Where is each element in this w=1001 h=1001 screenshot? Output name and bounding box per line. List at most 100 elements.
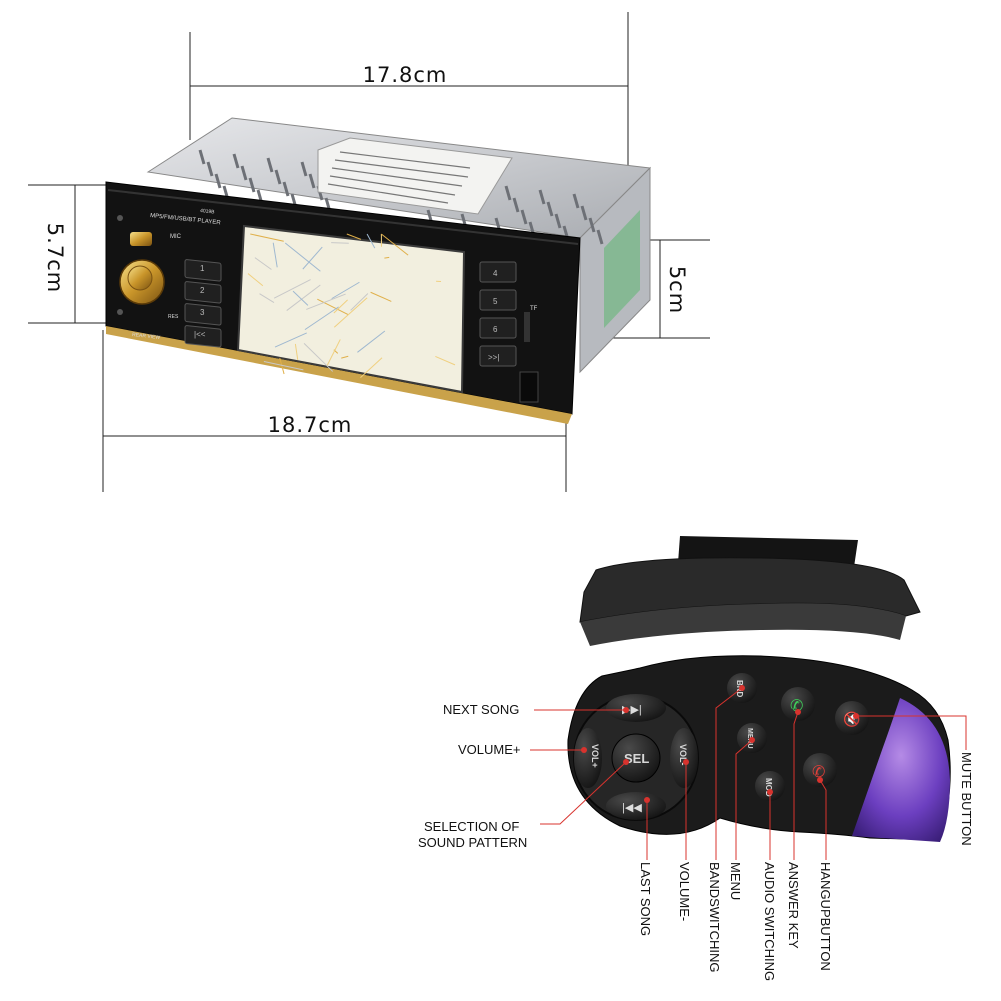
map-road <box>346 233 362 240</box>
vent-slot <box>554 213 562 229</box>
vent-slot <box>520 209 528 225</box>
last-song-button[interactable] <box>606 792 666 820</box>
tf-slot <box>524 312 530 342</box>
map-road <box>370 291 392 302</box>
preset-label-3: 3 <box>200 308 205 317</box>
hang-up-button[interactable] <box>803 753 837 787</box>
mute-icon: 🔇 <box>843 711 860 728</box>
label-volume-plus: VOLUME+ <box>458 742 521 757</box>
map-road <box>435 355 456 366</box>
dimension-lines <box>28 12 710 492</box>
mod-button[interactable] <box>755 771 785 801</box>
map-road <box>317 298 349 315</box>
preset-button-5[interactable] <box>479 289 517 311</box>
map-road <box>247 273 264 287</box>
label-last-song: LAST SONG <box>638 862 653 936</box>
volume-plus-text: VOL+ <box>590 744 600 768</box>
side-height-label: 5cm <box>665 266 689 314</box>
phone-hangup-icon: ✆ <box>812 764 825 781</box>
vent-slot <box>588 217 596 233</box>
preset-label-1: 1 <box>200 264 205 273</box>
prev-label: |<< <box>194 330 206 339</box>
label-band-switching: BANDSWITCHING <box>707 862 722 973</box>
map-road <box>284 242 321 272</box>
label-hang-up: HANGUPBUTTON <box>818 862 833 971</box>
next-button[interactable] <box>479 345 517 367</box>
vent-slot <box>546 201 554 217</box>
volume-plus-button[interactable] <box>574 728 602 788</box>
usb-port <box>519 371 539 403</box>
preset-label-2: 2 <box>200 286 205 295</box>
map-road <box>302 246 323 270</box>
prev-button[interactable] <box>184 325 222 348</box>
last-song-icon: |◀◀ <box>622 802 642 814</box>
mic-hole <box>117 215 123 221</box>
preset-button-6[interactable] <box>479 317 517 339</box>
top-width-label: 17.8cm <box>363 63 448 87</box>
label-selection-line2: SOUND PATTERN <box>418 835 527 850</box>
preset-label-6: 6 <box>493 325 498 334</box>
label-volume-minus: VOLUME- <box>677 862 692 921</box>
map-road <box>259 293 275 303</box>
vent-slot <box>300 161 308 177</box>
map-road <box>292 290 309 306</box>
preset-label-4: 4 <box>493 269 498 278</box>
knob-top <box>130 232 152 246</box>
right-preset-buttons: 4 5 6 >>| <box>479 261 539 403</box>
map-road <box>380 233 409 256</box>
clamp-lower <box>580 603 906 646</box>
purple-led <box>852 698 950 842</box>
next-song-icon: ▶▶| <box>622 704 642 716</box>
map-road <box>304 306 339 331</box>
preset-button-4[interactable] <box>479 261 517 283</box>
display-screen <box>236 224 466 394</box>
vent-slot <box>308 173 316 189</box>
map-road <box>357 330 386 353</box>
map-road <box>303 342 334 372</box>
label-answer-key: ANSWER KEY <box>786 862 801 949</box>
callout-dots <box>581 685 859 803</box>
vent-slot <box>512 197 520 213</box>
map-road <box>326 339 341 366</box>
vent-slot <box>538 189 546 205</box>
vent-slot <box>266 157 274 173</box>
volume-minus-text: VOL- <box>678 744 688 766</box>
vent-slot <box>274 169 282 185</box>
label-menu: MENU <box>728 862 743 900</box>
mute-button[interactable] <box>835 701 869 735</box>
map-road <box>306 293 346 310</box>
car-radio: MP5/FM/USB/BT PLAYER 4019B MIC RES REAR … <box>105 117 652 424</box>
map-road <box>350 293 369 311</box>
menu-text: MENU <box>746 728 753 749</box>
sel-text: SEL <box>624 751 649 766</box>
preset-button-2[interactable] <box>184 281 222 304</box>
sel-button[interactable] <box>611 733 661 783</box>
steering-remote: ▶▶| |◀◀ VOL+ VOL- SEL BND MENU MOD ✆ ✆ 🔇 <box>567 536 951 842</box>
vent-slot <box>596 229 604 245</box>
vent-slot <box>580 205 588 221</box>
vent-slot <box>282 181 290 197</box>
map-road <box>341 355 349 359</box>
aux-port <box>117 309 123 315</box>
answer-button[interactable] <box>781 687 815 721</box>
vent-slot <box>232 153 240 169</box>
model-number: 4019B <box>200 208 216 216</box>
map-road <box>333 299 348 314</box>
preset-button-3[interactable] <box>184 303 222 326</box>
left-preset-buttons: 1 2 3 |<< <box>184 259 222 348</box>
map-road <box>273 279 311 299</box>
vent-slot <box>214 173 222 189</box>
preset-button-1[interactable] <box>184 259 222 282</box>
volume-minus-button[interactable] <box>670 728 698 788</box>
map-road <box>286 284 321 311</box>
map-road <box>360 357 383 378</box>
side-sticker <box>604 210 640 328</box>
front-width-label: 18.7cm <box>268 413 353 437</box>
vent-slot <box>572 193 580 209</box>
map-road <box>254 257 272 270</box>
label-next-song: NEXT SONG <box>443 702 519 717</box>
rear-view-label: REAR VIEW <box>132 332 161 341</box>
next-song-button[interactable] <box>606 694 666 722</box>
map-road <box>294 343 299 360</box>
